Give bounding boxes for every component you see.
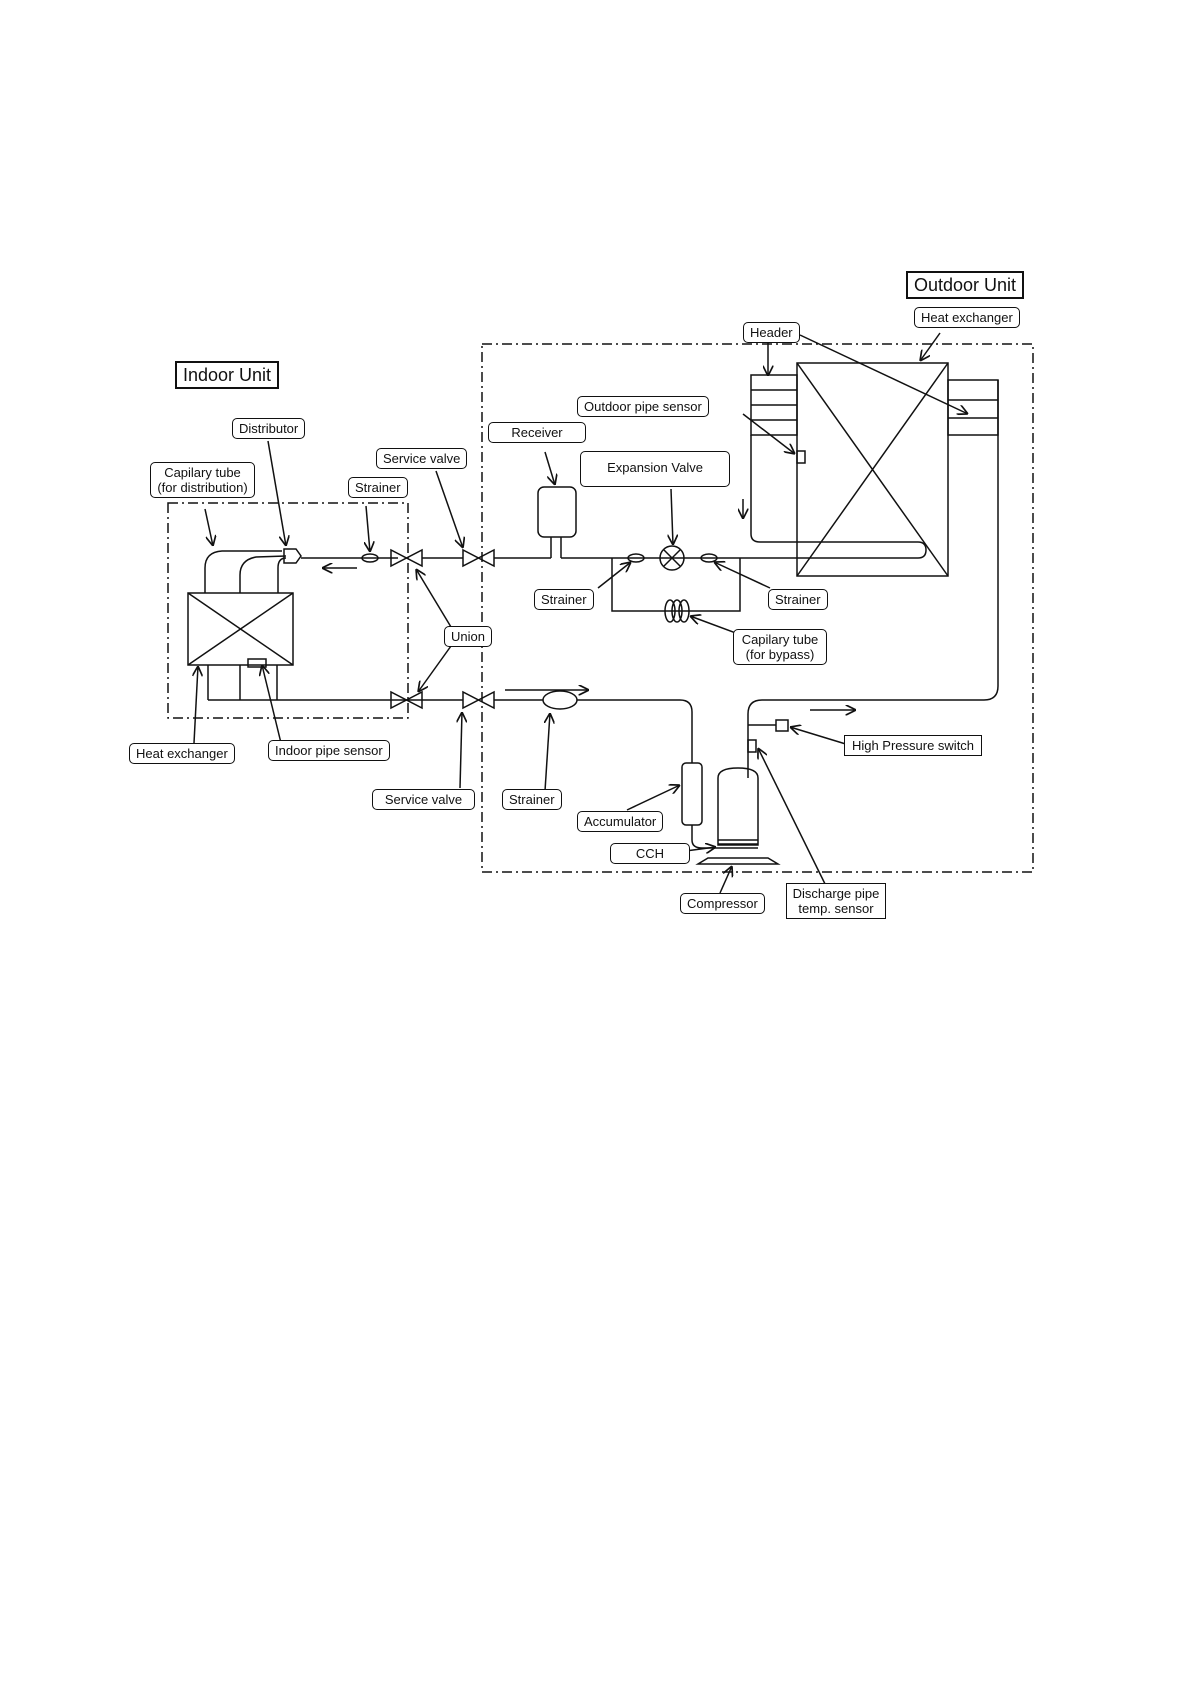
receiver xyxy=(537,486,577,538)
label-compressor: Compressor xyxy=(680,893,765,914)
indoor-unit-title: Indoor Unit xyxy=(175,361,280,389)
indoor-heat-exchanger xyxy=(187,592,294,666)
label-strainer-left: Strainer xyxy=(534,589,594,610)
high-pressure-switch-symbol xyxy=(775,719,789,732)
outdoor-unit-title: Outdoor Unit xyxy=(906,271,1025,299)
label-strainer-bottom: Strainer xyxy=(502,789,562,810)
discharge-sensor-line-1: Discharge pipe xyxy=(792,886,880,901)
label-high-pressure-switch: High Pressure switch xyxy=(844,735,982,756)
capillary-tube-distribution xyxy=(204,550,282,593)
strainer-left-ov xyxy=(627,553,645,563)
distributor xyxy=(283,548,302,564)
capillary-bypass-line-2: (for bypass) xyxy=(745,647,815,662)
label-heat-exchanger-outdoor: Heat exchanger xyxy=(914,307,1020,328)
service-valve-top xyxy=(462,548,495,568)
expansion-valve-symbol xyxy=(659,545,685,571)
indoor-pipe-sensor xyxy=(247,658,267,668)
label-header: Header xyxy=(743,322,800,343)
label-service-valve-bottom: Service valve xyxy=(372,789,475,810)
strainer-indoor xyxy=(361,553,379,563)
label-distributor: Distributor xyxy=(232,418,306,439)
indoor-unit-boundary xyxy=(167,502,409,719)
strainer-right-ov xyxy=(700,553,718,563)
union-top xyxy=(390,548,423,568)
outdoor-heat-exchanger xyxy=(796,362,949,577)
label-receiver: Receiver xyxy=(488,422,586,443)
label-indoor-pipe-sensor: Indoor pipe sensor xyxy=(268,740,390,761)
label-discharge-pipe-temp-sensor: Discharge pipe temp. sensor xyxy=(786,883,886,919)
label-capillary-tube-bypass: Capilary tube (for bypass) xyxy=(733,629,827,665)
strainer-suction xyxy=(542,690,578,710)
label-strainer-right: Strainer xyxy=(768,589,828,610)
discharge-temp-sensor-symbol xyxy=(747,739,757,753)
discharge-sensor-line-2: temp. sensor xyxy=(798,901,874,916)
service-valve-bottom xyxy=(462,690,495,710)
label-service-valve-top: Service valve xyxy=(376,448,468,469)
label-cch: CCH xyxy=(610,843,690,864)
label-expansion-valve: Expansion Valve xyxy=(580,451,730,487)
accumulator xyxy=(681,762,703,826)
capillary-distribution-line-2: (for distribution) xyxy=(157,480,248,495)
compressor-symbol xyxy=(695,767,781,865)
label-strainer-top: Strainer xyxy=(348,477,408,498)
capillary-bypass-line-1: Capilary tube xyxy=(741,632,819,647)
label-union: Union xyxy=(444,626,492,647)
capillary-tube-bypass xyxy=(664,599,690,623)
outdoor-unit-boundary xyxy=(481,343,1034,873)
header xyxy=(750,374,999,436)
outdoor-pipe-sensor xyxy=(796,450,806,464)
label-accumulator: Accumulator xyxy=(577,811,664,832)
label-heat-exchanger-indoor: Heat exchanger xyxy=(129,743,235,764)
label-outdoor-pipe-sensor: Outdoor pipe sensor xyxy=(577,396,709,417)
label-capillary-tube-distribution: Capilary tube (for distribution) xyxy=(150,462,255,498)
capillary-distribution-line-1: Capilary tube xyxy=(164,465,241,480)
